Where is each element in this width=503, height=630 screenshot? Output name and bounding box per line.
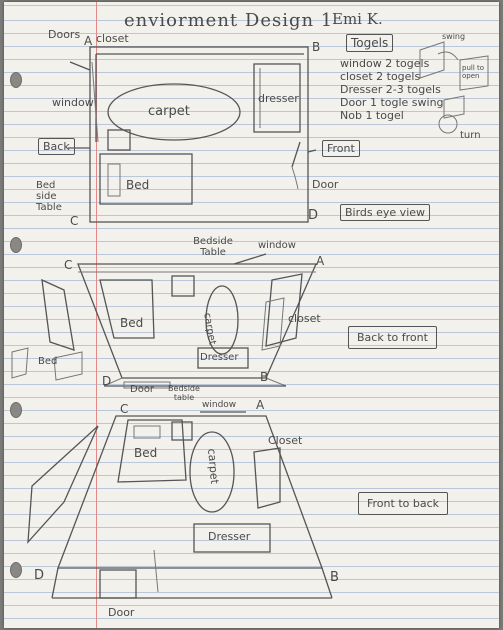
toggle-icon-sketches — [419, 41, 489, 134]
togel-item: window 2 togels — [340, 57, 430, 70]
bed-label: Bed — [126, 178, 150, 192]
corner-c: C — [70, 214, 79, 228]
door-label: Door — [108, 606, 135, 619]
turn-note: turn — [460, 130, 481, 141]
margin-line — [96, 2, 97, 628]
side-bed-label: Bed — [38, 356, 58, 367]
bedside-table-label: Bedside Table — [193, 236, 233, 258]
binder-hole — [10, 402, 22, 418]
binder-hole — [10, 237, 22, 253]
bedside-table-label: Bedside table — [168, 384, 200, 402]
window-label: window — [52, 96, 94, 109]
front-to-back-room — [27, 411, 333, 599]
corner-d: D — [308, 208, 319, 223]
togel-item: closet 2 togels — [340, 70, 421, 83]
dresser-label: Dresser — [200, 352, 239, 363]
bed-label: Bed — [120, 316, 144, 330]
togel-item: Door 1 togle swing — [340, 96, 444, 109]
togel-item: Nob 1 togel — [340, 109, 404, 122]
back-label: Back — [38, 138, 75, 155]
swing-note: swing — [442, 32, 466, 41]
doors-label: Doors — [48, 28, 81, 41]
door-label: Door — [312, 178, 339, 191]
front-label: Front — [322, 140, 360, 157]
dresser-label: Dresser — [208, 530, 251, 543]
notebook-page: enviorment Design 1 Emi K. Togels window… — [4, 2, 499, 628]
back-to-front-room — [11, 253, 317, 389]
togel-item: Dresser 2-3 togels — [340, 83, 441, 96]
corner-a: A — [316, 254, 325, 268]
front-to-back-caption: Front to back — [358, 492, 448, 515]
corner-d: D — [102, 374, 112, 388]
pull-note: pull to open — [462, 64, 485, 80]
corner-b: B — [330, 570, 339, 585]
bedside-table-label: Bed side Table — [36, 180, 62, 213]
page-title: enviorment Design 1 — [124, 10, 334, 31]
closet-label: closet — [96, 32, 129, 45]
door-label: Door — [130, 384, 155, 395]
dresser-label: dresser — [258, 92, 299, 105]
birds-eye-caption: Birds eye view — [340, 204, 431, 221]
bed-label: Bed — [134, 446, 158, 460]
corner-b: B — [260, 370, 269, 384]
carpet-label: carpet — [148, 104, 190, 119]
togels-heading: Togels — [346, 34, 394, 52]
corner-c: C — [120, 402, 129, 416]
corner-d: D — [34, 568, 45, 583]
sketch-drawing — [11, 41, 489, 599]
binder-hole — [10, 562, 22, 578]
closet-label: closet — [288, 312, 321, 325]
author-name: Emi K. — [332, 10, 383, 28]
closet-label: Closet — [268, 434, 303, 447]
birds-eye-room — [68, 46, 317, 223]
window-label: window — [202, 400, 237, 410]
window-label: window — [258, 240, 296, 251]
corner-c: C — [64, 258, 73, 272]
binder-hole — [10, 72, 22, 88]
corner-a: A — [256, 398, 265, 412]
back-to-front-caption: Back to front — [348, 326, 437, 349]
corner-b: B — [312, 40, 321, 54]
corner-a: A — [84, 34, 93, 48]
